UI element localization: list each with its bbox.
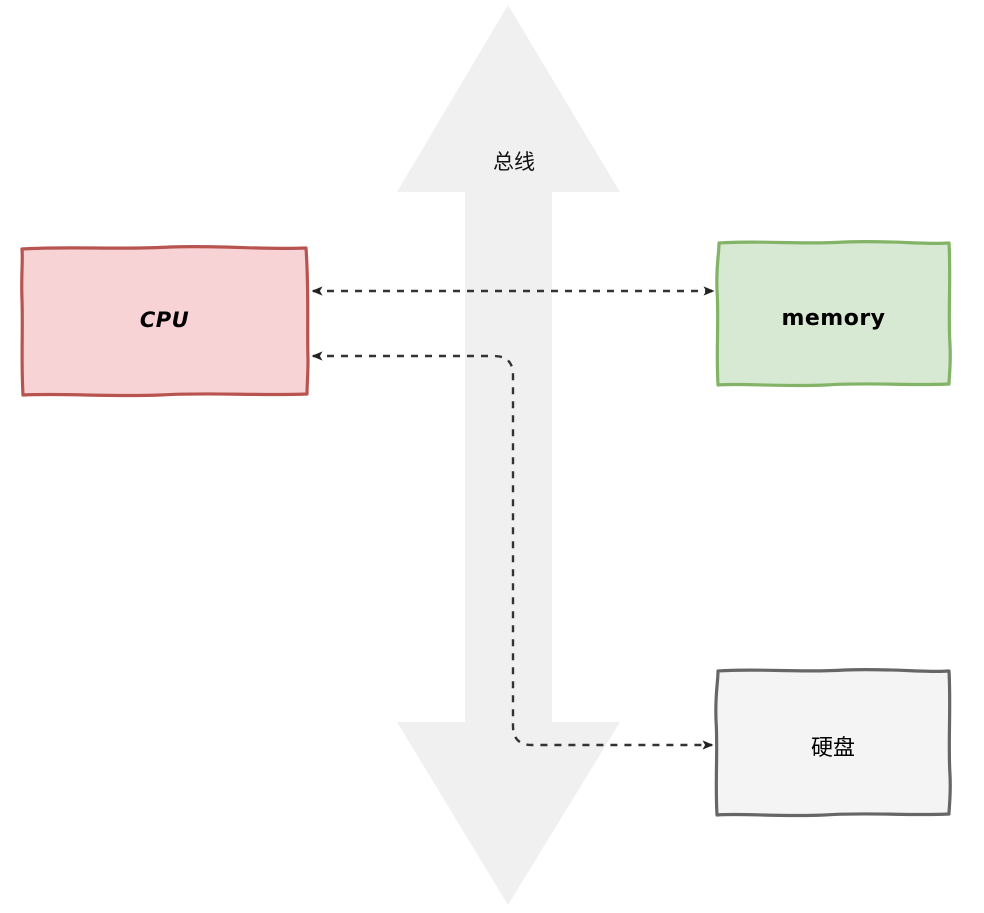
node-cpu[interactable] xyxy=(20,244,310,398)
node-memory[interactable] xyxy=(715,239,952,388)
edge-cpu-disk[interactable] xyxy=(311,351,714,750)
bus-arrow xyxy=(397,5,620,905)
node-disk[interactable] xyxy=(714,667,952,818)
